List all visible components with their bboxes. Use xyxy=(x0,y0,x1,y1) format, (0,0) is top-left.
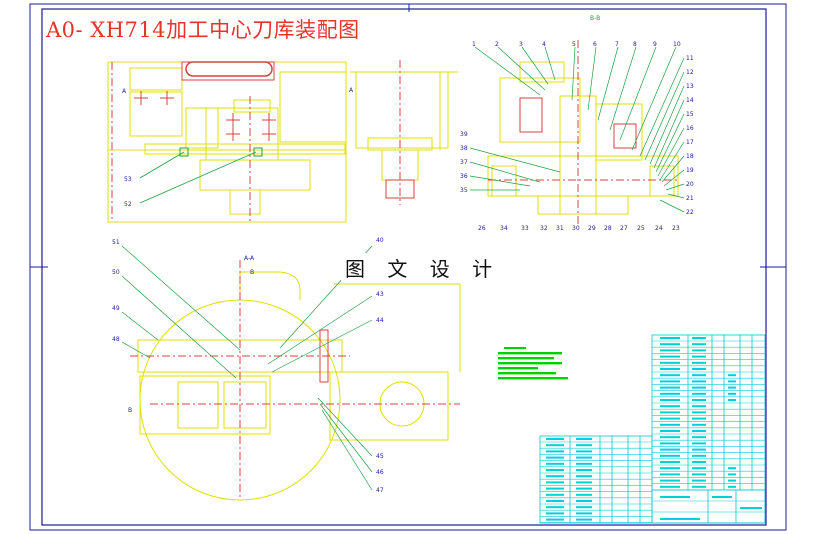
section-aa-text: A-A B B 51 50 49 48 40 43 44 45 46 47 xyxy=(112,237,384,494)
part-number-3: 3 xyxy=(519,41,523,48)
part-number-45: 45 xyxy=(376,453,384,460)
part-number-49: 49 xyxy=(112,305,120,312)
part-number-18: 18 xyxy=(686,153,694,160)
label-a-right: A xyxy=(349,87,354,94)
part-number-17: 17 xyxy=(686,139,694,146)
parts-list-rows xyxy=(540,337,765,523)
part-number-20: 20 xyxy=(686,181,694,188)
part-number-9: 9 xyxy=(653,41,657,48)
main-view xyxy=(107,60,458,223)
part-number-27: 27 xyxy=(620,225,628,232)
part-number-23: 23 xyxy=(672,225,680,232)
part-number-12: 12 xyxy=(686,69,694,76)
part-number-51: 51 xyxy=(112,239,120,246)
part-number-48: 48 xyxy=(112,336,120,343)
part-number-47: 47 xyxy=(376,487,384,494)
part-number-1: 1 xyxy=(472,41,476,48)
part-number-29: 29 xyxy=(588,225,596,232)
main-view-details xyxy=(134,91,276,157)
section-bb-text: B-B 1 2 3 4 5 6 7 8 9 10 11 12 13 14 15 … xyxy=(460,15,694,232)
part-number-38: 38 xyxy=(460,145,468,152)
part-number-19: 19 xyxy=(686,167,694,174)
part-number-28: 28 xyxy=(604,225,612,232)
part-number-40: 40 xyxy=(376,237,384,244)
section-bb-leaders xyxy=(469,46,685,213)
label-a-left: A xyxy=(122,88,127,95)
part-number-32: 32 xyxy=(540,225,548,232)
part-number-11: 11 xyxy=(686,55,694,62)
part-number-16: 16 xyxy=(686,125,694,132)
section-aa-heading: A-A xyxy=(244,255,255,262)
drawing-title: A0- XH714加工中心刀库装配图 xyxy=(46,18,360,42)
part-number-10: 10 xyxy=(673,41,681,48)
label-b-left: B xyxy=(128,407,132,414)
watermark: 图 文 设 计 xyxy=(341,253,505,282)
part-number-25: 25 xyxy=(637,225,645,232)
part-number-37: 37 xyxy=(460,159,468,166)
part-number-4: 4 xyxy=(542,41,546,48)
part-number-15: 15 xyxy=(686,111,694,118)
part-number-26: 26 xyxy=(478,225,486,232)
main-view-text: 53 52 A A xyxy=(122,87,354,208)
part-number-30: 30 xyxy=(572,225,580,232)
part-number-8: 8 xyxy=(633,41,637,48)
part-number-6: 6 xyxy=(593,41,597,48)
part-number-35: 35 xyxy=(460,187,468,194)
part-number-21: 21 xyxy=(686,195,694,202)
part-number-39: 39 xyxy=(460,131,468,138)
part-number-34: 34 xyxy=(500,225,508,232)
label-b-top: B xyxy=(250,269,254,276)
part-number-2: 2 xyxy=(495,41,499,48)
part-number-5: 5 xyxy=(572,41,576,48)
part-number-44: 44 xyxy=(376,317,384,324)
part-number-33: 33 xyxy=(521,225,529,232)
technical-notes xyxy=(498,347,568,380)
section-bb-heading: B-B xyxy=(590,15,600,22)
part-number-24: 24 xyxy=(655,225,663,232)
part-number-43: 43 xyxy=(376,291,384,298)
part-number-50: 50 xyxy=(112,269,120,276)
part-number-31: 31 xyxy=(556,225,564,232)
part-number-22: 22 xyxy=(686,209,694,216)
section-aa-view xyxy=(130,260,461,501)
main-view-leaders xyxy=(139,151,257,204)
section-bb-view xyxy=(487,40,680,226)
part-number-36: 36 xyxy=(460,173,468,180)
part-number-7: 7 xyxy=(615,41,619,48)
part-number-13: 13 xyxy=(686,83,694,90)
part-number-46: 46 xyxy=(376,469,384,476)
part-number-52: 52 xyxy=(124,201,132,208)
part-number-14: 14 xyxy=(686,97,694,104)
part-number-53: 53 xyxy=(124,176,132,183)
